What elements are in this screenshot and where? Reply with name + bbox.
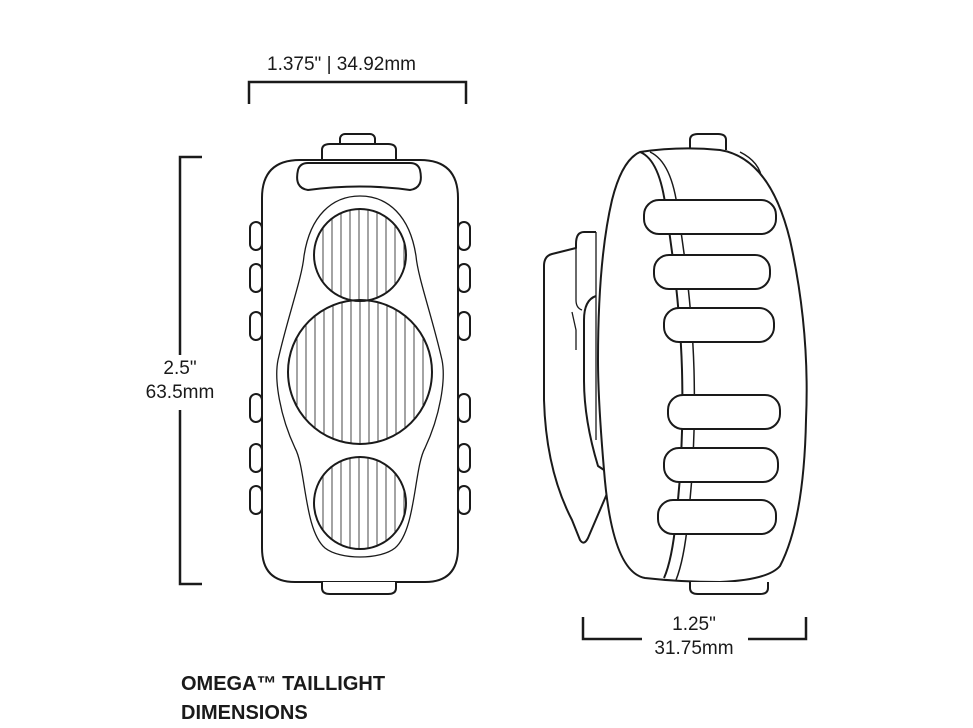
grip-rib bbox=[643, 199, 777, 235]
width-inch-value: 1.375" bbox=[267, 54, 322, 75]
width-mm-value: 34.92mm bbox=[336, 54, 416, 75]
height-inch-value: 2.5" bbox=[163, 358, 197, 379]
grip-bump bbox=[249, 485, 263, 515]
grip-bump bbox=[457, 443, 471, 473]
grip-rib bbox=[667, 394, 781, 430]
grip-bump bbox=[249, 263, 263, 293]
grip-rib bbox=[657, 499, 777, 535]
grip-bump bbox=[249, 443, 263, 473]
grip-bump bbox=[457, 263, 471, 293]
figure-caption: OMEGA™ TAILLIGHT DIMENSIONS bbox=[181, 670, 385, 728]
side-top-nub bbox=[689, 133, 727, 150]
height-mm-value: 63.5mm bbox=[145, 382, 215, 403]
width-separator: | bbox=[326, 54, 332, 75]
left-grip-bumps bbox=[249, 221, 263, 515]
mounting-clip bbox=[543, 231, 609, 544]
grip-rib bbox=[653, 254, 771, 290]
grip-bump bbox=[249, 393, 263, 423]
depth-dimension-label: 1.25" 31.75mm bbox=[640, 613, 748, 661]
caption-line-2: DIMENSIONS bbox=[181, 702, 308, 724]
side-grip-ribs bbox=[643, 199, 781, 535]
grip-bump bbox=[249, 221, 263, 251]
taillight-front-view bbox=[249, 133, 471, 595]
grip-bump bbox=[457, 311, 471, 341]
width-dimension-bracket bbox=[247, 80, 468, 104]
depth-mm-value: 31.75mm bbox=[654, 638, 734, 659]
top-button-pad bbox=[296, 162, 422, 191]
grip-bump bbox=[457, 393, 471, 423]
lens-housing bbox=[276, 195, 444, 558]
height-dimension-label: 2.5" 63.5mm bbox=[136, 357, 224, 405]
depth-dimension-bracket bbox=[581, 617, 808, 641]
caption-line-1: OMEGA™ TAILLIGHT bbox=[181, 673, 386, 695]
height-dimension-bracket bbox=[178, 155, 202, 586]
grip-bump bbox=[457, 221, 471, 251]
grip-rib bbox=[663, 447, 779, 483]
grip-rib bbox=[663, 307, 775, 343]
grip-bump bbox=[457, 485, 471, 515]
taillight-side-view bbox=[543, 133, 808, 595]
grip-bump bbox=[249, 311, 263, 341]
right-grip-bumps bbox=[457, 221, 471, 515]
depth-inch-value: 1.25" bbox=[672, 614, 716, 635]
width-dimension-label: 1.375" | 34.92mm bbox=[267, 53, 416, 77]
